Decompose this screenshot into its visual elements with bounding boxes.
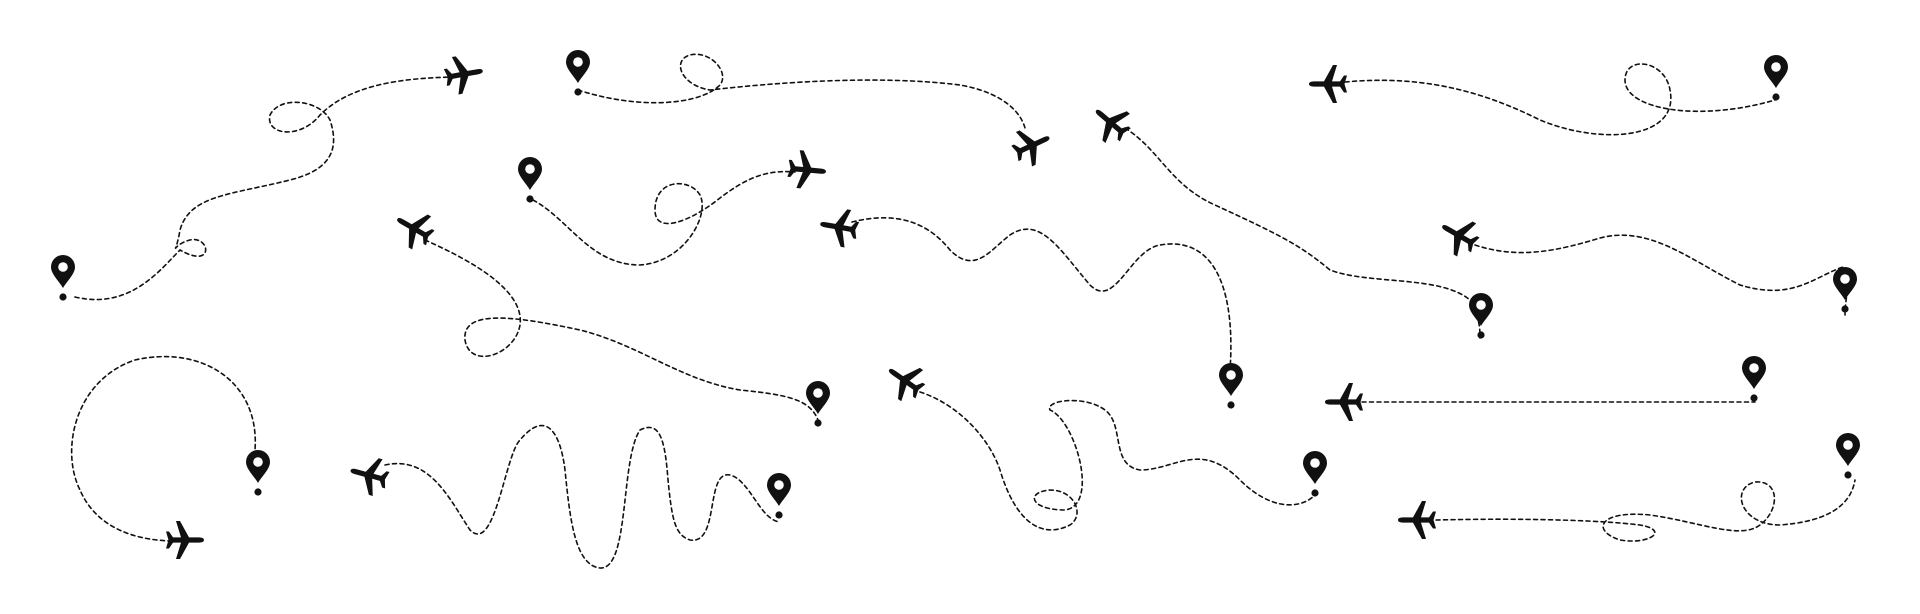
map-pin-icon	[518, 157, 542, 203]
airplane-icon	[1325, 383, 1363, 421]
map-pin-icon	[1742, 356, 1766, 402]
dashed-route-line	[532, 170, 796, 266]
map-pin-icon	[51, 255, 75, 301]
flight-route	[51, 52, 487, 301]
airplane-icon	[1398, 501, 1436, 539]
map-pin-icon	[1303, 451, 1327, 497]
airplane-icon	[166, 521, 204, 559]
flight-route	[1309, 55, 1788, 136]
dashed-route-line	[70, 355, 256, 542]
flight-route	[518, 149, 828, 266]
flight-route	[878, 354, 1327, 531]
map-pin-icon	[1219, 363, 1243, 409]
dashed-route-line	[851, 217, 1232, 371]
map-pin-icon	[806, 381, 830, 427]
flight-route	[1325, 356, 1766, 421]
dashed-route-line	[1344, 63, 1776, 136]
airplane-icon	[878, 354, 932, 408]
airplane-icon	[345, 451, 393, 499]
airplane-icon	[1083, 95, 1138, 150]
dashed-route-line	[1435, 479, 1856, 542]
map-pin-icon	[1833, 267, 1857, 313]
dashed-route-line	[384, 424, 781, 569]
map-pin-icon	[767, 473, 791, 519]
map-pin-icon	[246, 450, 270, 496]
dashed-route-line	[577, 53, 1026, 129]
dashed-route-line	[919, 391, 1316, 531]
flight-route	[1398, 433, 1860, 542]
airplane-icon	[1432, 209, 1485, 262]
map-pin-icon	[1469, 293, 1493, 339]
flight-route	[1432, 209, 1857, 316]
dashed-route-line	[1124, 127, 1481, 339]
airplane-icon	[442, 52, 487, 97]
airplane-icon	[1309, 65, 1347, 103]
map-pin-icon	[1764, 55, 1788, 101]
airplane-icon	[387, 202, 440, 255]
dashed-route-line	[1474, 234, 1850, 316]
airplane-icon	[786, 149, 828, 191]
dashed-route-line	[424, 239, 819, 421]
flight-route	[387, 202, 830, 427]
dashed-route-line	[74, 76, 456, 301]
flight-route	[345, 424, 791, 569]
airplane-icon	[1006, 120, 1058, 171]
flight-route	[566, 50, 1058, 171]
flight-route	[816, 205, 1243, 409]
flight-route	[1083, 95, 1493, 339]
flight-route	[70, 355, 270, 559]
airplane-icon	[816, 205, 861, 250]
map-pin-icon	[566, 50, 590, 96]
map-pin-icon	[1836, 433, 1860, 479]
